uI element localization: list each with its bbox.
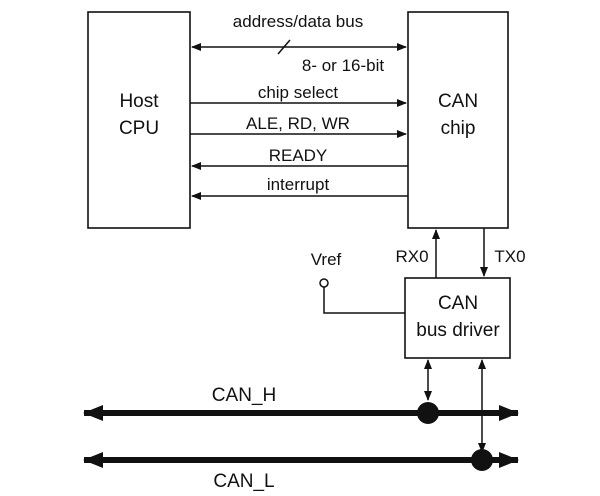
chip-select-label: chip select [258,83,339,102]
can-chip-block: CAN chip [407,11,509,229]
can-chip-label-line1: CAN [438,91,478,112]
host-cpu-label-line2: CPU [119,118,159,139]
can-h-junction [417,402,439,424]
host-cpu-block: Host CPU [87,11,191,229]
chip-select-signal: chip select [190,83,407,107]
host-cpu-label-line1: Host [119,91,159,112]
vref-terminal [319,278,329,288]
interrupt-label: interrupt [267,175,330,194]
bus-width-slash [277,39,291,55]
ready-signal: READY [191,146,408,170]
can-bus-driver-block: CAN bus driver [404,277,511,359]
tx0-label: TX0 [494,247,525,266]
bus-width-label: 8- or 16-bit [302,56,384,75]
address-data-bus: address/data bus 8- or 16-bit [191,12,407,75]
vref-label: Vref [311,250,342,269]
can-l-label: CAN_L [213,471,274,492]
can-h-label: CAN_H [212,385,276,406]
can-h-bus: CAN_H [83,385,519,424]
can-l-junction [471,449,493,471]
rx0-label: RX0 [395,247,428,266]
address-data-bus-label: address/data bus [233,12,363,31]
ale-rd-wr-label: ALE, RD, WR [246,114,350,133]
ready-label: READY [269,146,328,165]
ale-rd-wr-signal: ALE, RD, WR [190,114,407,138]
rx0-signal: RX0 [395,229,440,278]
bus-driver-label-line2: bus driver [416,320,500,341]
tx0-signal: TX0 [480,228,526,277]
bus-driver-label-line1: CAN [438,293,478,314]
can-chip-label-line2: chip [441,118,476,139]
can-l-bus: CAN_L [83,449,519,492]
interrupt-signal: interrupt [191,175,408,200]
vref-signal: Vref [311,250,405,314]
